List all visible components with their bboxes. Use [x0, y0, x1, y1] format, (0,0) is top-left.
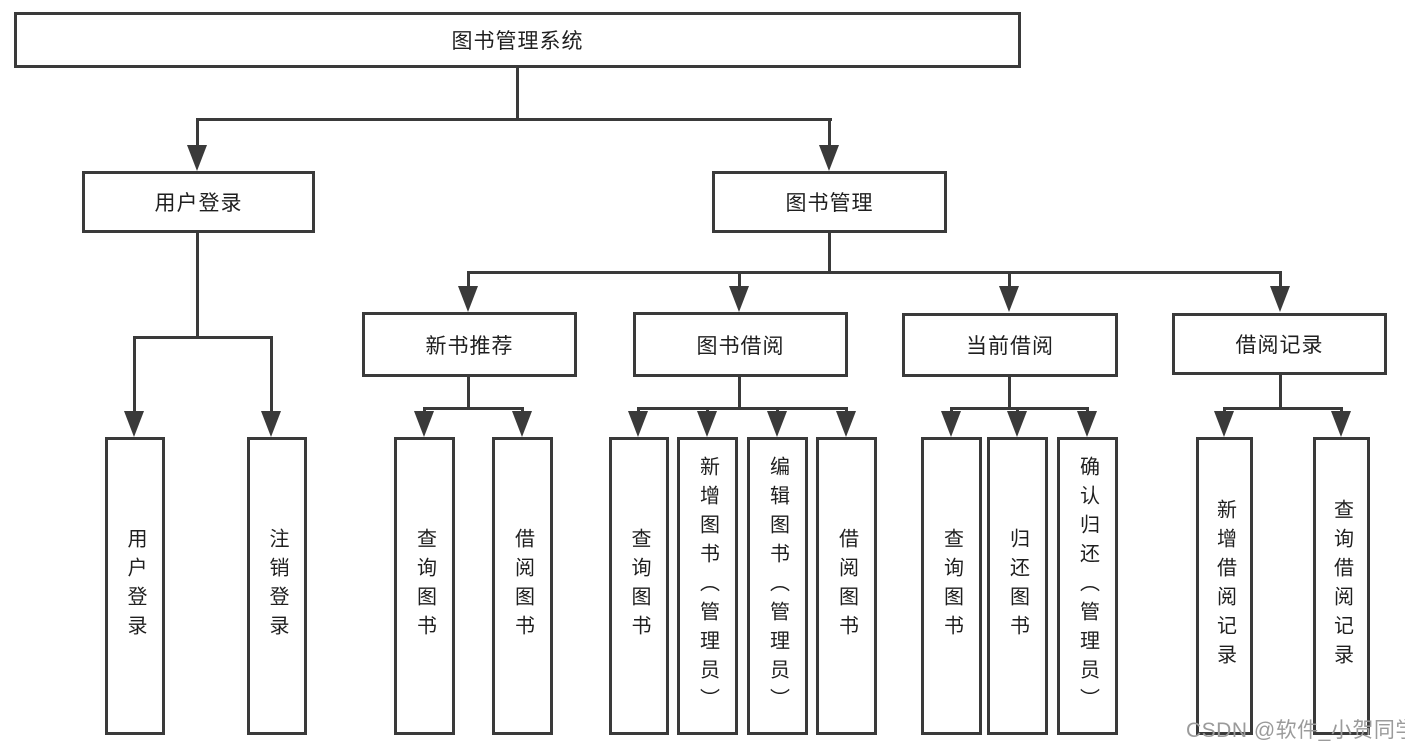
- connector-arrowhead: [767, 411, 787, 437]
- leaf-query-books-borrow: 查询图书: [609, 437, 669, 735]
- leaf-return-books-label: 归还图书: [1006, 528, 1029, 644]
- node-borrowing-records-label: 借阅记录: [1235, 334, 1324, 357]
- leaf-query-borrow-record-label: 查询借阅记录: [1330, 499, 1353, 673]
- leaf-confirm-return-admin-label: 确认归还（管理员）: [1076, 455, 1099, 717]
- connector-arrowhead: [1007, 411, 1027, 437]
- connector-line: [423, 407, 524, 410]
- connector-line: [516, 68, 519, 121]
- connector-arrowhead: [512, 411, 532, 437]
- leaf-query-books-current-label: 查询图书: [940, 528, 963, 644]
- csdn-watermark: CSDN @软件_小贺同学: [1186, 719, 1405, 742]
- leaf-add-borrow-record-label: 新增借阅记录: [1213, 499, 1236, 673]
- leaf-borrow-books: 借阅图书: [816, 437, 877, 735]
- connector-line: [467, 375, 470, 410]
- connector-arrowhead: [697, 411, 717, 437]
- leaf-query-books-recommend-label: 查询图书: [413, 528, 436, 644]
- node-current-borrowing-label: 当前借阅: [966, 335, 1054, 358]
- node-book-management-label: 图书管理: [785, 192, 874, 215]
- leaf-add-books-admin: 新增图书（管理员）: [677, 437, 738, 735]
- node-book-management: 图书管理: [712, 171, 947, 233]
- connector-line: [1223, 407, 1343, 410]
- node-user-login-label: 用户登录: [154, 192, 243, 215]
- connector-arrowhead: [1077, 411, 1097, 437]
- connector-arrowhead: [414, 411, 434, 437]
- connector-line: [196, 118, 199, 148]
- connector-line: [828, 233, 831, 274]
- connector-arrowhead: [124, 411, 144, 437]
- leaf-add-books-admin-label: 新增图书（管理员）: [696, 455, 719, 717]
- connector-arrowhead: [729, 286, 749, 312]
- node-root: 图书管理系统: [14, 12, 1021, 68]
- connector-line: [738, 375, 741, 410]
- leaf-edit-books-admin: 编辑图书（管理员）: [747, 437, 808, 735]
- connector-line: [950, 407, 1089, 410]
- leaf-query-borrow-record: 查询借阅记录: [1313, 437, 1370, 735]
- connector-arrowhead: [628, 411, 648, 437]
- leaf-query-books-current: 查询图书: [921, 437, 982, 735]
- connector-arrowhead: [261, 411, 281, 437]
- connector-arrowhead: [941, 411, 961, 437]
- connector-line: [133, 336, 136, 414]
- connector-arrowhead: [458, 286, 478, 312]
- connector-line: [467, 271, 1282, 274]
- leaf-logout-label: 注销登录: [266, 528, 288, 644]
- connector-arrowhead: [836, 411, 856, 437]
- connector-line: [270, 336, 273, 414]
- connector-line: [637, 407, 848, 410]
- connector-arrowhead: [1270, 286, 1290, 312]
- node-new-book-recommend: 新书推荐: [362, 312, 577, 377]
- node-root-label: 图书管理系统: [451, 30, 584, 53]
- node-book-borrowing-label: 图书借阅: [696, 334, 785, 358]
- connector-arrowhead: [1214, 411, 1234, 437]
- leaf-logout: 注销登录: [247, 437, 307, 735]
- leaf-query-books-recommend: 查询图书: [394, 437, 455, 735]
- connector-line: [738, 271, 741, 291]
- connector-arrowhead: [187, 145, 207, 171]
- leaf-return-books: 归还图书: [987, 437, 1048, 735]
- leaf-borrow-books-label: 借阅图书: [835, 528, 858, 644]
- connector-line: [133, 336, 273, 339]
- node-user-login: 用户登录: [82, 171, 315, 233]
- connector-line: [828, 118, 831, 148]
- connector-line: [196, 233, 199, 339]
- connector-arrowhead: [999, 286, 1019, 312]
- leaf-borrow-books-recommend: 借阅图书: [492, 437, 553, 735]
- node-borrowing-records: 借阅记录: [1172, 313, 1387, 375]
- leaf-add-borrow-record: 新增借阅记录: [1196, 437, 1253, 735]
- leaf-user-login: 用户登录: [105, 437, 165, 735]
- leaf-query-books-borrow-label: 查询图书: [628, 528, 650, 644]
- node-current-borrowing: 当前借阅: [902, 313, 1118, 377]
- connector-line: [1008, 375, 1011, 410]
- connector-arrowhead: [1331, 411, 1351, 437]
- connector-line: [196, 118, 832, 121]
- connector-arrowhead: [819, 145, 839, 171]
- leaf-user-login-label: 用户登录: [124, 528, 146, 644]
- node-book-borrowing: 图书借阅: [633, 312, 848, 377]
- connector-line: [1279, 271, 1282, 291]
- leaf-borrow-books-recommend-label: 借阅图书: [511, 528, 534, 644]
- leaf-edit-books-admin-label: 编辑图书（管理员）: [766, 455, 789, 717]
- connector-line: [467, 271, 470, 291]
- node-new-book-recommend-label: 新书推荐: [425, 334, 514, 358]
- connector-line: [1008, 271, 1011, 291]
- connector-line: [1279, 374, 1282, 410]
- leaf-confirm-return-admin: 确认归还（管理员）: [1057, 437, 1118, 735]
